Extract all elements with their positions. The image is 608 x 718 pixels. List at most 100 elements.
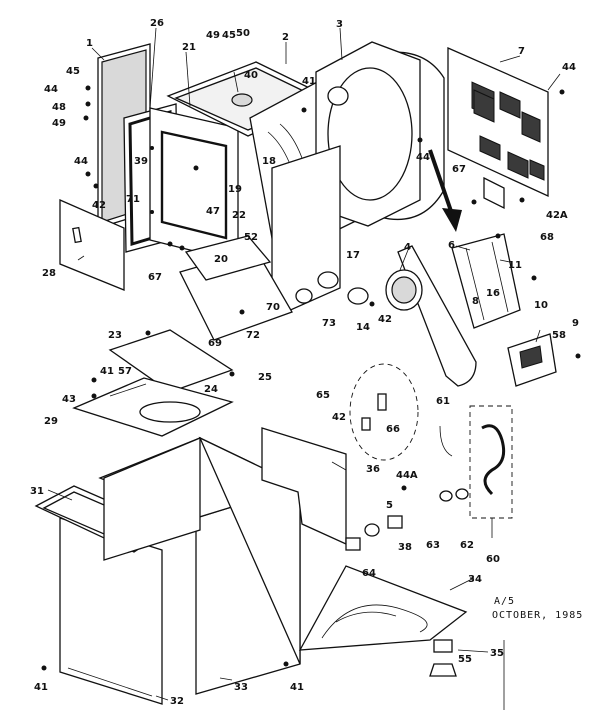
callout-44-b: 44 bbox=[74, 156, 88, 167]
callout-25: 25 bbox=[258, 372, 272, 383]
callout-labels: 1 2 3 4 5 6 7 8 9 10 11 14 16 17 18 19 2… bbox=[30, 18, 579, 707]
callout-32: 32 bbox=[170, 696, 184, 707]
callout-48: 48 bbox=[52, 102, 66, 113]
callout-44-d: 44 bbox=[416, 152, 430, 163]
revision-note: A/5 OCTOBER, 1985 bbox=[492, 596, 583, 621]
back-panel-vents bbox=[473, 89, 545, 181]
pulley-part-38 bbox=[345, 515, 403, 551]
leveling-foot-part-35 bbox=[429, 639, 457, 677]
leader-lines bbox=[47, 27, 561, 710]
callout-9: 9 bbox=[572, 318, 579, 329]
callout-60: 60 bbox=[486, 554, 500, 565]
front-bulkhead-part-21 bbox=[149, 107, 239, 263]
callout-22: 22 bbox=[232, 210, 246, 221]
base-pan-part-34 bbox=[298, 565, 468, 651]
callout-36: 36 bbox=[366, 464, 380, 475]
rear-brace-part-36 bbox=[261, 427, 347, 546]
drum-rear-panel-part-3 bbox=[315, 41, 421, 227]
callout-34: 34 bbox=[468, 574, 482, 585]
callout-41-bottom-right: 41 bbox=[290, 682, 304, 693]
callout-72: 72 bbox=[246, 330, 260, 341]
callout-65: 65 bbox=[316, 390, 330, 401]
callout-44-a: 44 bbox=[44, 84, 58, 95]
callout-50: 50 bbox=[236, 28, 250, 39]
callout-39: 39 bbox=[134, 156, 148, 167]
callout-28: 28 bbox=[42, 268, 56, 279]
callout-52: 52 bbox=[244, 232, 258, 243]
bracket-part-58 bbox=[507, 333, 557, 387]
drain-hose-part-60 bbox=[439, 405, 513, 519]
callout-6: 6 bbox=[448, 240, 455, 251]
access-cover-part-28 bbox=[59, 199, 125, 291]
callout-61: 61 bbox=[436, 396, 450, 407]
rear-bulkhead-part-17 bbox=[271, 145, 341, 313]
callout-43: 43 bbox=[62, 394, 76, 405]
callout-24: 24 bbox=[204, 384, 218, 395]
callout-42-left: 42 bbox=[92, 200, 106, 211]
toe-panel-part-69 bbox=[179, 235, 293, 341]
round-cover-part-14 bbox=[347, 287, 369, 305]
callout-57: 57 bbox=[118, 366, 132, 377]
callout-44A: 44A bbox=[396, 470, 418, 481]
callout-2: 2 bbox=[282, 32, 289, 43]
callout-63: 63 bbox=[426, 540, 440, 551]
callout-10: 10 bbox=[534, 300, 548, 311]
callout-14: 14 bbox=[356, 322, 370, 333]
bracket-part-6 bbox=[451, 233, 521, 329]
callout-8: 8 bbox=[472, 296, 479, 307]
callout-21: 21 bbox=[182, 42, 196, 53]
callout-33: 33 bbox=[234, 682, 248, 693]
callout-41-mid: 41 bbox=[100, 366, 114, 377]
callout-71: 71 bbox=[126, 194, 140, 205]
callout-49-a: 49 bbox=[52, 118, 66, 129]
top-cover-part-24 bbox=[108, 329, 234, 393]
callout-42-lower: 42 bbox=[332, 412, 346, 423]
callout-55: 55 bbox=[458, 654, 472, 665]
callout-41-bottom-left: 41 bbox=[34, 682, 48, 693]
callout-4: 4 bbox=[404, 242, 411, 253]
callout-73: 73 bbox=[322, 318, 336, 329]
callout-18: 18 bbox=[262, 156, 276, 167]
callout-7: 7 bbox=[518, 46, 525, 57]
callout-66: 66 bbox=[386, 424, 400, 435]
fasteners bbox=[41, 85, 581, 671]
base-plate-part-29 bbox=[72, 377, 234, 437]
callout-42A: 42A bbox=[546, 210, 568, 221]
callout-3: 3 bbox=[336, 19, 343, 30]
callout-45-b: 45 bbox=[222, 30, 236, 41]
callout-20: 20 bbox=[214, 254, 228, 265]
callout-64: 64 bbox=[362, 568, 376, 579]
callout-11: 11 bbox=[508, 260, 522, 271]
callout-62: 62 bbox=[460, 540, 474, 551]
callout-70: 70 bbox=[266, 302, 280, 313]
callout-58: 58 bbox=[552, 330, 566, 341]
callout-42-right: 42 bbox=[378, 314, 392, 325]
callout-38: 38 bbox=[398, 542, 412, 553]
callout-40: 40 bbox=[244, 70, 258, 81]
callout-35: 35 bbox=[490, 648, 504, 659]
inner-cabinet-shell bbox=[103, 437, 201, 561]
callout-44-c: 44 bbox=[562, 62, 576, 73]
callout-41-top: 41 bbox=[302, 76, 316, 87]
callout-47: 47 bbox=[206, 206, 220, 217]
callout-67-bottom: 67 bbox=[148, 272, 162, 283]
callout-69: 69 bbox=[208, 338, 222, 349]
revision-date: OCTOBER, 1985 bbox=[492, 610, 583, 621]
revision-code: A/5 bbox=[494, 596, 515, 607]
assembly-direction-arrow bbox=[428, 149, 462, 232]
callout-19: 19 bbox=[228, 184, 242, 195]
callout-45-a: 45 bbox=[66, 66, 80, 77]
callout-31: 31 bbox=[30, 486, 44, 497]
callout-49-b: 49 bbox=[206, 30, 220, 41]
callout-17: 17 bbox=[346, 250, 360, 261]
callout-26: 26 bbox=[150, 18, 164, 29]
detail-callout-circle bbox=[349, 363, 419, 461]
callout-16: 16 bbox=[486, 288, 500, 299]
callout-5: 5 bbox=[386, 500, 393, 511]
callout-67-top: 67 bbox=[452, 164, 466, 175]
callout-23: 23 bbox=[108, 330, 122, 341]
callout-68: 68 bbox=[540, 232, 554, 243]
callout-1: 1 bbox=[86, 38, 93, 49]
